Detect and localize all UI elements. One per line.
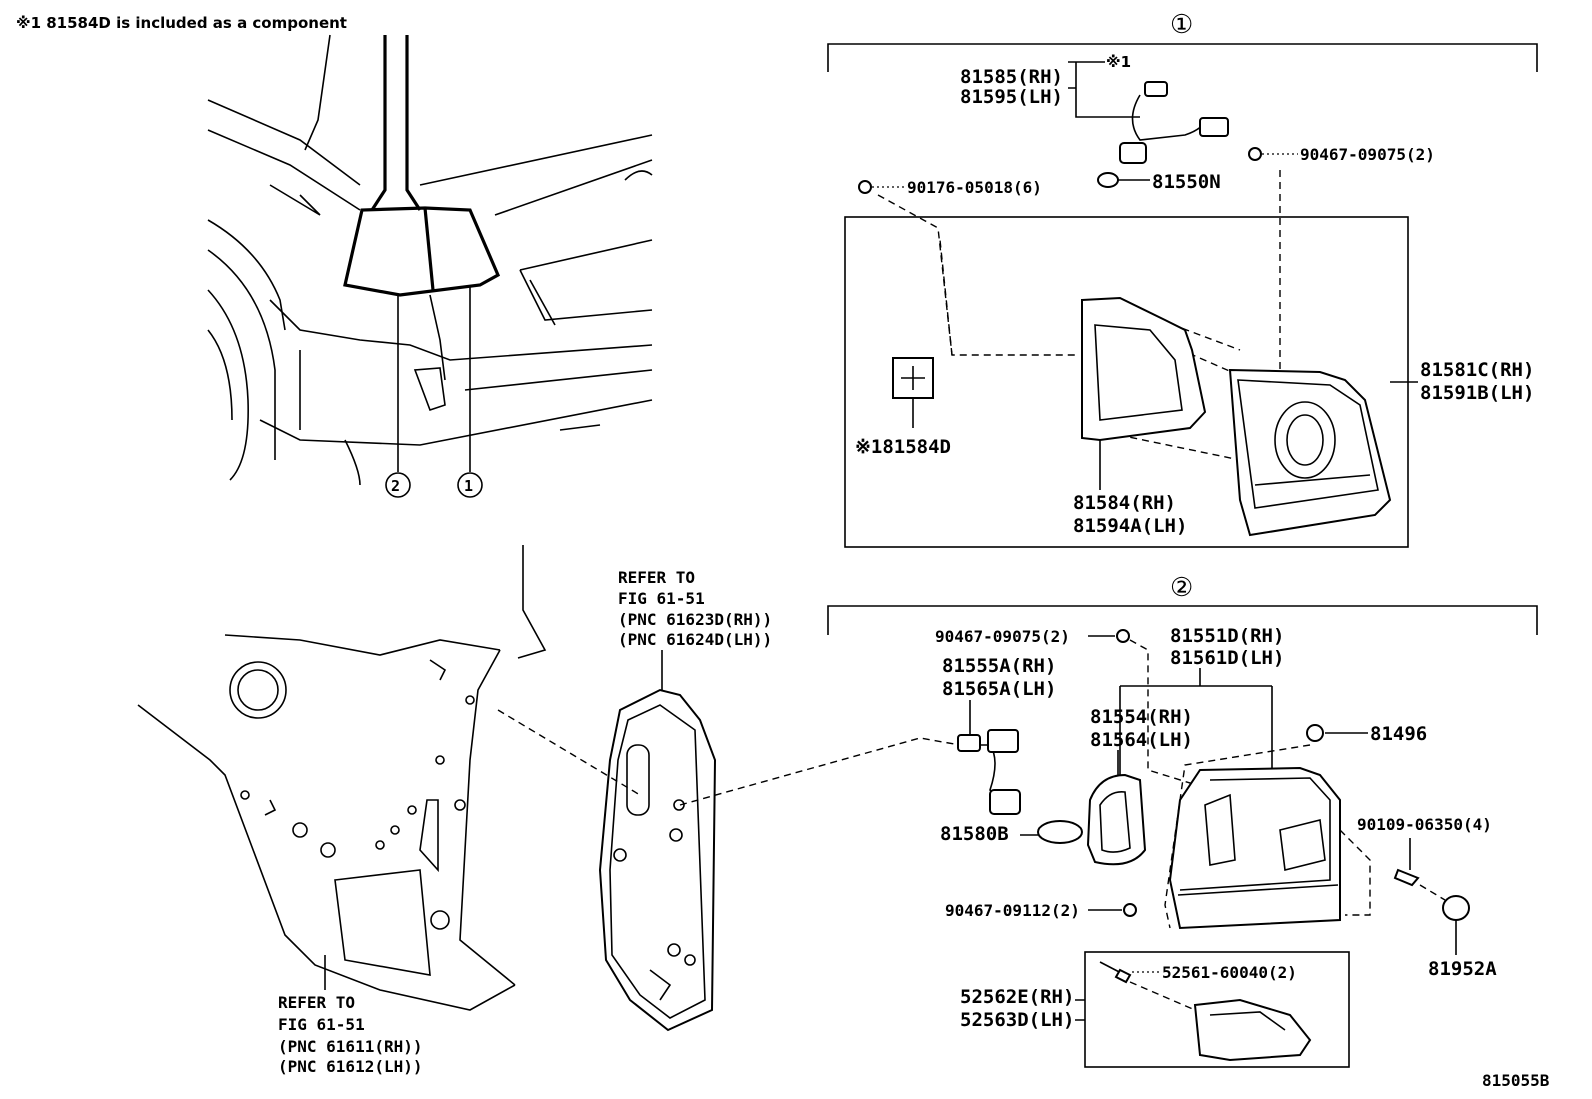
- callout-two-car: 2: [391, 477, 400, 495]
- bulb-label: 81550N: [1152, 171, 1221, 193]
- nut-label: 90467-09075(2): [1300, 145, 1435, 164]
- tail-lamp2-icon: [1168, 766, 1341, 930]
- screw2-icon: [1393, 868, 1420, 887]
- bulb2-icon: [1037, 820, 1083, 844]
- bracket-box: [1084, 951, 1350, 1068]
- gasket2-icon: [1086, 773, 1147, 866]
- nut-icon: [1248, 147, 1262, 161]
- tail-lamp-icon: [1228, 368, 1392, 537]
- lamp-lh-label: 81591B(LH): [1420, 382, 1534, 404]
- ref-mark-one: ※1: [1106, 53, 1131, 71]
- socket-lh-label: 81595(LH): [960, 86, 1063, 108]
- group-one-section: ① 81585(RH) 81595(LH) ※1 81550N 90467-09…: [827, 10, 1538, 548]
- group-two-section: ② 90467-09075(2) 81551D(RH) 81561D(LH) 8…: [827, 573, 1538, 1068]
- socket2-rh-label: 81555A(RH): [942, 655, 1056, 677]
- screw3-label: 52561-60040(2): [1162, 963, 1297, 982]
- screw-label: 90176-05018(6): [907, 178, 1042, 197]
- socket2-icon: [957, 734, 981, 752]
- clip-right-icon: [1306, 724, 1324, 742]
- gasket2-rh-label: 81554(RH): [1090, 706, 1193, 728]
- screw2a-label: 90109-06350(4): [1357, 815, 1492, 834]
- clip-bottom-label: 90467-09112(2): [945, 901, 1080, 920]
- gasket-rh-label: 81584(RH): [1073, 492, 1176, 514]
- body-panel-illustration: [137, 545, 547, 1011]
- vehicle-rear-illustration: 2 1: [207, 34, 653, 498]
- gasket-icon: [1081, 296, 1207, 442]
- inner-panel-illustration: [497, 650, 961, 1032]
- screw-icon: [858, 180, 872, 194]
- cap-label: 81952A: [1428, 958, 1497, 980]
- socket-rh-label: 81585(RH): [960, 66, 1063, 88]
- bulb2-label: 81580B: [940, 823, 1009, 845]
- clip-top-label: 90467-09075(2): [935, 627, 1070, 646]
- lamp-rh-label: 81581C(RH): [1420, 359, 1534, 381]
- bracket-rh-label: 52562E(RH): [960, 986, 1074, 1008]
- refer-lower-line2: FIG 61-51: [278, 1015, 365, 1034]
- gasket2-lh-label: 81564(LH): [1090, 729, 1193, 751]
- refer-lower-line4: (PNC 61612(LH)): [278, 1057, 423, 1076]
- clip-bottom-icon: [1123, 903, 1137, 917]
- clip-right-label: 81496: [1370, 723, 1427, 745]
- refer-upper-line4: (PNC 61624D(LH)): [618, 630, 772, 649]
- gasket-lh-label: 81594A(LH): [1073, 515, 1187, 537]
- socket-connector-icon: [1144, 81, 1168, 97]
- refer-lower-line1: REFER TO: [278, 993, 355, 1012]
- socket2-lh-label: 81565A(LH): [942, 678, 1056, 700]
- refer-upper-line1: REFER TO: [618, 568, 695, 587]
- lamp2-lh-label: 81561D(LH): [1170, 647, 1284, 669]
- screw3-icon: [1114, 968, 1132, 984]
- component-note: ※1 81584D is included as a component: [16, 14, 347, 32]
- component-label: ※181584D: [855, 436, 951, 458]
- lamp2-rh-label: 81551D(RH): [1170, 625, 1284, 647]
- refer-note-upper: REFER TO FIG 61-51 (PNC 61623D(RH)) (PNC…: [618, 568, 772, 649]
- group-two-callout: ②: [1170, 573, 1193, 603]
- cap-icon: [1442, 895, 1470, 921]
- refer-upper-line2: FIG 61-51: [618, 589, 705, 608]
- refer-note-lower: REFER TO FIG 61-51 (PNC 61611(RH)) (PNC …: [278, 993, 423, 1076]
- bracket-icon: [1193, 998, 1312, 1062]
- refer-lower-line3: (PNC 61611(RH)): [278, 1037, 423, 1056]
- bracket-lh-label: 52563D(LH): [960, 1009, 1074, 1031]
- group-one-callout: ①: [1170, 10, 1193, 40]
- clip-top-icon: [1116, 629, 1130, 643]
- refer-upper-line3: (PNC 61623D(RH)): [618, 610, 772, 629]
- callout-one-car: 1: [464, 477, 473, 495]
- diagram-id: 815055B: [1482, 1071, 1550, 1090]
- bulb-icon: [1097, 172, 1119, 188]
